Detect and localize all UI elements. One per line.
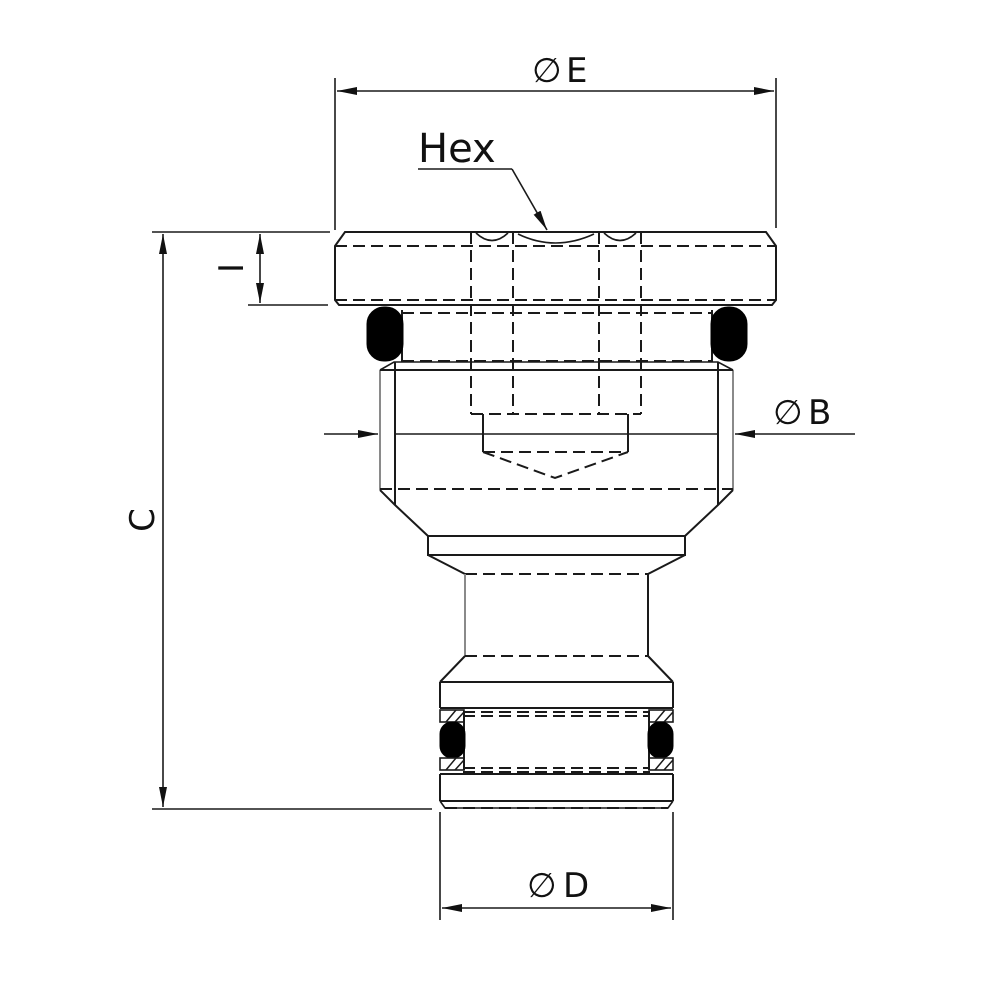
dimension-label-C: C [123, 508, 163, 532]
dimension-E: ∅ E [334, 51, 777, 230]
dimension-C: C [123, 231, 432, 810]
dimension-D: ∅ D [439, 812, 674, 920]
o-ring-left [366, 306, 404, 362]
hex-cap [334, 231, 777, 414]
dimension-label-B: B [808, 393, 831, 433]
hex-leader: Hex [418, 126, 548, 231]
dimension-B: ∅ B [324, 393, 855, 438]
o-ring-right [710, 306, 748, 362]
dimension-label-hex: Hex [418, 126, 496, 172]
bottom-plug [439, 681, 674, 809]
flange-and-neck [427, 535, 686, 683]
threaded-body [379, 361, 734, 537]
dimension-label-E: E [566, 51, 587, 91]
diameter-symbol: ∅ [527, 866, 557, 906]
diameter-symbol: ∅ [532, 51, 562, 91]
upper-o-ring [366, 306, 748, 362]
diameter-symbol: ∅ [773, 393, 803, 433]
dimension-label-D: D [563, 866, 589, 906]
o-ring-left [439, 721, 466, 759]
leader-arrow [511, 168, 548, 231]
dimension-label-I: I [212, 263, 252, 273]
o-ring-right [647, 721, 674, 759]
dimension-I: I [212, 234, 328, 306]
